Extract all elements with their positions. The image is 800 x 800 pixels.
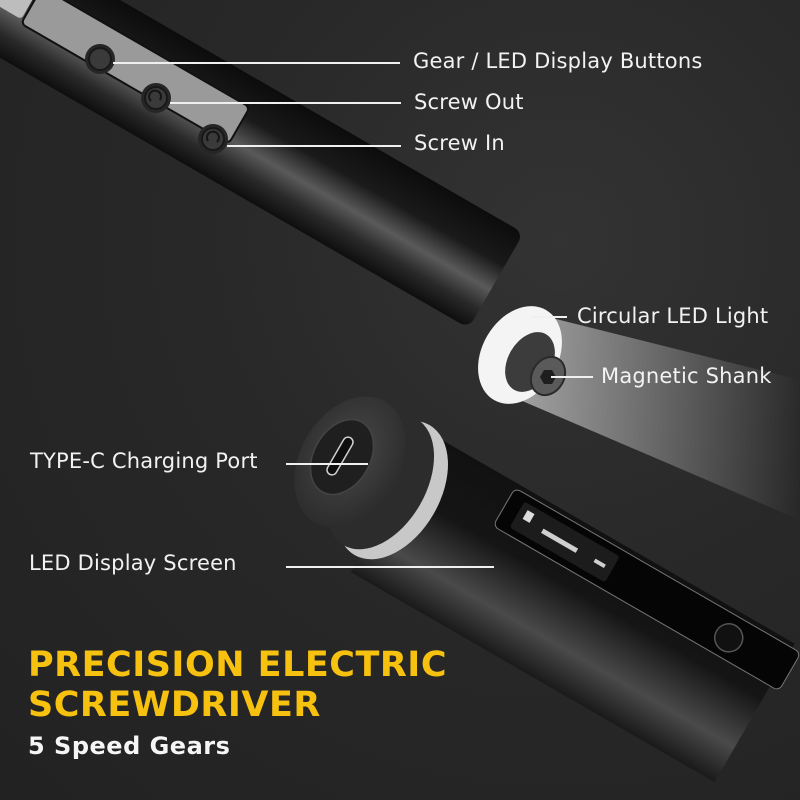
- screw-in-button-icon: [198, 124, 228, 154]
- label-gear-led-buttons: Gear / LED Display Buttons: [413, 49, 703, 73]
- leader-line-led-light: [531, 316, 567, 318]
- label-type-c-port: TYPE-C Charging Port: [30, 449, 258, 473]
- leader-line-gear: [113, 62, 400, 64]
- type-c-port-icon: [294, 396, 406, 528]
- headline-line-2: SCREWDRIVER: [28, 685, 321, 725]
- light-beam: [520, 310, 800, 520]
- product-headline: PRECISION ELECTRIC SCREWDRIVER: [28, 645, 447, 725]
- led-display-screen-icon: [494, 489, 800, 690]
- gear-led-button-icon: [85, 44, 115, 74]
- label-screw-in: Screw In: [414, 131, 505, 155]
- product-subtitle: 5 Speed Gears: [28, 732, 231, 760]
- label-led-display-screen: LED Display Screen: [29, 551, 237, 575]
- headline-line-1: PRECISION ELECTRIC: [28, 645, 448, 685]
- label-magnetic-shank: Magnetic Shank: [601, 364, 772, 388]
- leader-line-screw-in: [227, 145, 401, 147]
- label-screw-out: Screw Out: [414, 90, 524, 114]
- leader-line-shank: [551, 376, 593, 378]
- label-circular-led-light: Circular LED Light: [577, 304, 769, 328]
- control-panel: [0, 0, 249, 143]
- lower-screwdriver: [350, 433, 795, 783]
- magnetic-shank-icon: [529, 355, 567, 397]
- leader-line-screw-out: [170, 102, 401, 104]
- leader-line-type-c: [286, 463, 368, 465]
- leader-line-display: [286, 566, 494, 568]
- screw-out-button-icon: [141, 83, 171, 113]
